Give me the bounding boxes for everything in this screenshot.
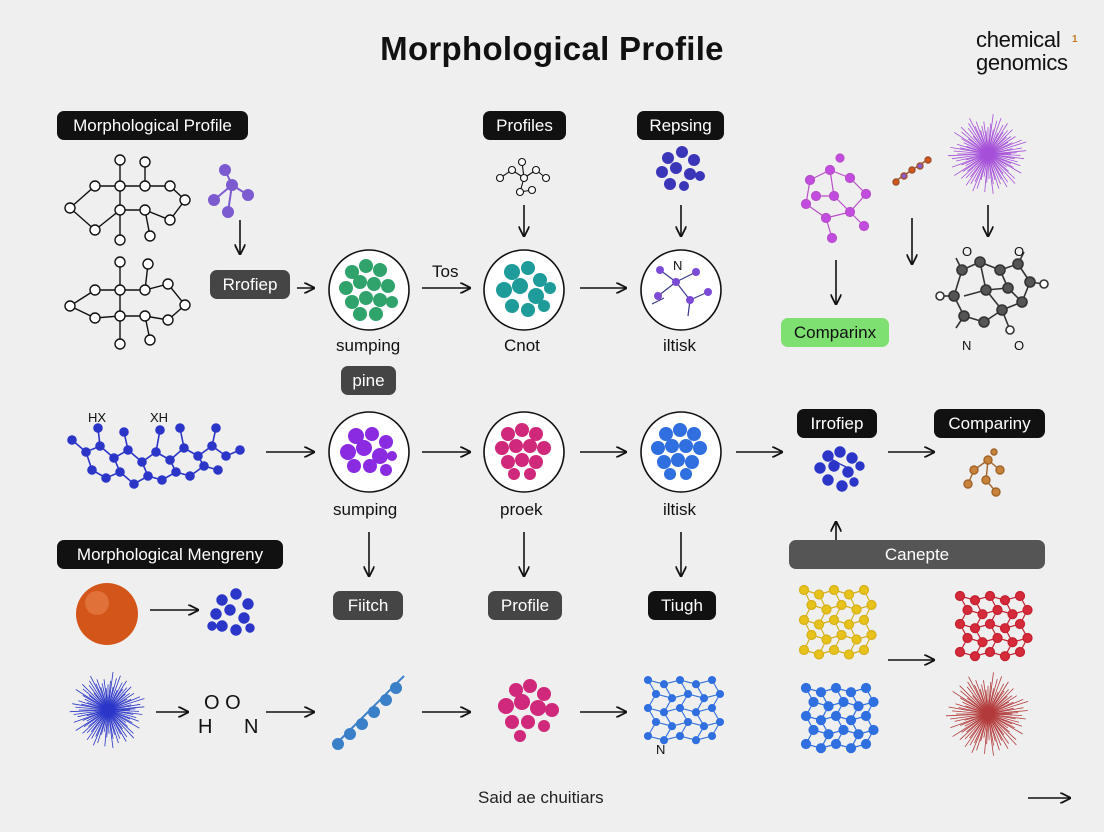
label-profiles: Profiles bbox=[483, 111, 566, 140]
red-starburst bbox=[945, 672, 1029, 756]
blue-network-row4 bbox=[643, 675, 725, 745]
label-irrofiep: Irrofiep bbox=[797, 409, 877, 438]
atom-o-3: O bbox=[1014, 338, 1025, 353]
label-morphological-profile: Morphological Profile bbox=[57, 111, 248, 140]
red-network bbox=[954, 590, 1033, 662]
blue-bead-chain bbox=[332, 675, 405, 750]
atom-o-2: O bbox=[1014, 244, 1025, 259]
violet-starburst bbox=[947, 114, 1027, 194]
atom-n-circle: N bbox=[673, 258, 683, 273]
label-tiugh: Tiugh bbox=[648, 591, 716, 620]
purple-small-molecule bbox=[208, 164, 254, 218]
atom-hx: HX bbox=[88, 410, 107, 425]
caption-sumping-1: sumping bbox=[336, 336, 401, 355]
label-pine: pine bbox=[341, 366, 396, 395]
label-comparinx: Comparinx bbox=[781, 318, 889, 347]
magenta-network bbox=[800, 153, 872, 244]
outline-molecule-a bbox=[64, 154, 191, 246]
atom-n-3: N bbox=[656, 742, 666, 757]
navy-chain-molecule bbox=[67, 423, 245, 489]
circle-network-purple bbox=[640, 249, 722, 331]
orange-sphere bbox=[76, 583, 138, 645]
caption-iltisk-1: iltisk bbox=[663, 336, 697, 355]
atom-xh: XH bbox=[150, 410, 169, 425]
circle-cluster-blue bbox=[640, 411, 722, 493]
caption-proek: proek bbox=[500, 500, 543, 519]
brand-line-2: genomics bbox=[976, 50, 1068, 75]
atom-h: H bbox=[198, 716, 213, 738]
circle-cluster-teal bbox=[483, 249, 565, 331]
circle-cluster-green bbox=[328, 249, 410, 331]
caption-sumping-2: sumping bbox=[333, 500, 398, 519]
chain-molecule-orange bbox=[892, 156, 932, 186]
label-morphological-mengreny: Morphological Mengreny bbox=[57, 540, 283, 569]
atom-n-1: N bbox=[962, 338, 972, 353]
caption-tos: Tos bbox=[432, 262, 459, 281]
brand-line-1: chemical bbox=[976, 27, 1061, 52]
outline-molecule-b bbox=[64, 256, 191, 350]
navy-cluster-top bbox=[656, 146, 705, 191]
blue-starburst bbox=[69, 672, 145, 748]
navy-small-cluster bbox=[814, 446, 865, 492]
arrows bbox=[150, 205, 1070, 798]
label-canepte: Canepte bbox=[789, 540, 1045, 569]
caption-iltisk-2: iltisk bbox=[663, 500, 697, 519]
atom-oo: O O bbox=[204, 692, 241, 714]
label-compariny: Compariny bbox=[934, 409, 1045, 438]
label-repsing: Repsing bbox=[637, 111, 724, 140]
circle-cluster-purple bbox=[328, 411, 410, 493]
outline-small-network bbox=[495, 157, 551, 197]
label-profile: Profile bbox=[488, 591, 562, 620]
label-rrofiep: Rrofiep bbox=[210, 270, 290, 299]
atom-n-2: N bbox=[244, 716, 259, 738]
footer-caption: Said ae chuitiars bbox=[478, 788, 604, 807]
circle-cluster-magenta bbox=[483, 411, 565, 493]
blue-lattice bbox=[800, 682, 879, 754]
dark-ring-molecule bbox=[935, 251, 1049, 335]
caption-cnot: Cnot bbox=[504, 336, 540, 355]
brown-small-molecule bbox=[963, 448, 1005, 497]
brand-logo: chemical genomics 1 bbox=[976, 27, 1078, 75]
label-fiitch: Fiitch bbox=[333, 591, 403, 620]
navy-cluster-row3 bbox=[207, 588, 255, 636]
gold-network bbox=[798, 584, 877, 660]
magenta-cluster-row4 bbox=[498, 679, 559, 742]
page-title: Morphological Profile bbox=[380, 30, 724, 67]
brand-mark: 1 bbox=[1072, 34, 1078, 45]
atom-o-1: O bbox=[962, 244, 973, 259]
